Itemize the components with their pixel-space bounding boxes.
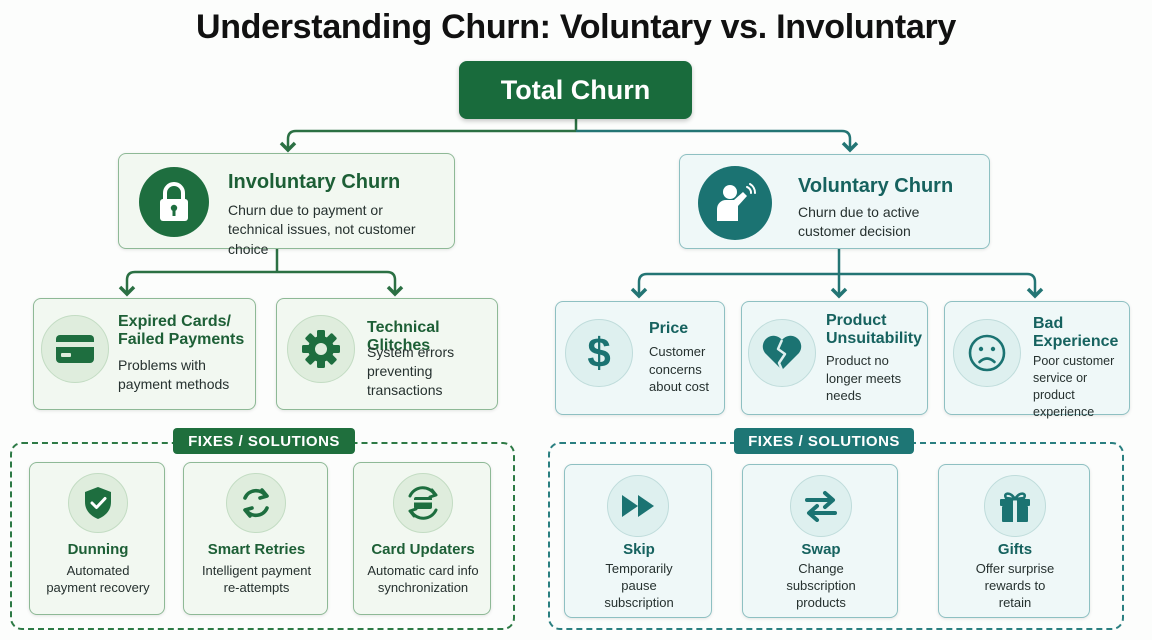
cause-title: Price xyxy=(649,320,689,337)
refresh-icon xyxy=(226,473,286,533)
gift-icon xyxy=(984,475,1046,537)
card-sync-icon xyxy=(393,473,453,533)
page-title: Understanding Churn: Voluntary vs. Invol… xyxy=(195,8,957,46)
involuntary-churn-title: Involuntary Churn xyxy=(228,171,401,193)
shield-check-icon xyxy=(68,473,128,533)
swap-arrows-icon xyxy=(790,475,852,537)
voluntary-fixes-label: FIXES / SOLUTIONS xyxy=(734,428,914,454)
person-wave-icon xyxy=(698,166,772,240)
cause-title: Technical Glitches xyxy=(367,319,440,355)
cause-card-expired-cards: Expired Cards/Failed Payments Problems w… xyxy=(33,298,256,410)
involuntary-churn-card: Involuntary Churn Churn due to payment o… xyxy=(118,153,455,257)
lock-icon xyxy=(139,167,209,237)
involuntary-fixes-label: FIXES / SOLUTIONS xyxy=(173,428,355,454)
broken-heart-icon xyxy=(748,319,816,387)
sad-face-icon xyxy=(953,319,1021,387)
gear-icon xyxy=(287,315,355,383)
cause-title: Expired Cards/Failed Payments xyxy=(118,313,245,349)
fast-forward-icon xyxy=(607,475,669,537)
dollar-icon: $ xyxy=(565,319,633,387)
credit-card-icon xyxy=(41,315,109,383)
total-churn-node: Total Churn xyxy=(459,61,692,119)
voluntary-churn-title: Voluntary Churn xyxy=(798,175,954,197)
